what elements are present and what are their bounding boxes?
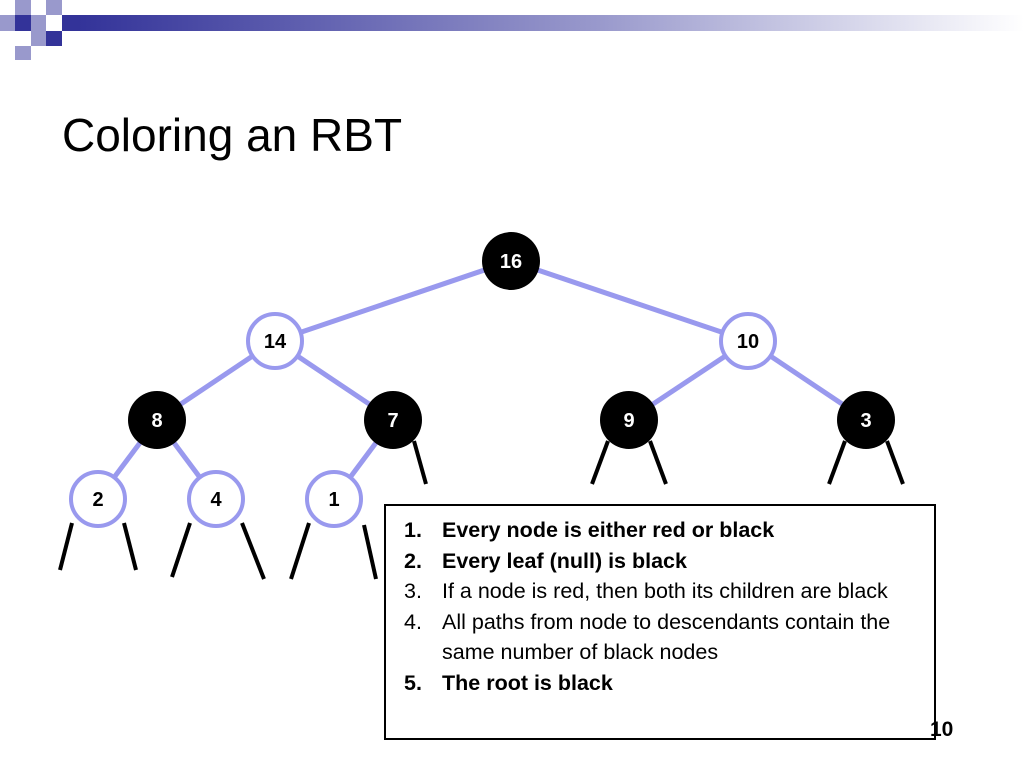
rule-item: 4. All paths from node to descendants con… bbox=[386, 607, 934, 668]
rule-text: Every node is either red or black bbox=[442, 518, 775, 542]
node-label: 10 bbox=[737, 331, 759, 353]
null-leaf-edge bbox=[412, 440, 428, 485]
header-gradient-band bbox=[78, 15, 1024, 31]
rule-number-text: 2. bbox=[404, 548, 422, 573]
tree-edges bbox=[95, 258, 868, 501]
node-label: 1 bbox=[328, 489, 339, 511]
rule-number: 4. bbox=[386, 607, 442, 668]
node-circle bbox=[128, 391, 186, 449]
tree-nodes: 16 14 10 8 7 9 3 2 4 1 bbox=[69, 232, 895, 528]
node-label: 8 bbox=[151, 410, 162, 432]
white-node: 10 bbox=[719, 312, 777, 370]
deco-square bbox=[31, 31, 46, 46]
node-label: 14 bbox=[264, 331, 287, 353]
white-node: 1 bbox=[305, 470, 363, 528]
page-number: 10 bbox=[930, 718, 954, 741]
null-leaf-edge bbox=[240, 522, 266, 580]
deco-square bbox=[46, 0, 62, 15]
slide-title: Coloring an RBT bbox=[62, 109, 403, 161]
black-node: 7 bbox=[364, 391, 422, 449]
node-circle bbox=[837, 391, 895, 449]
white-node: 14 bbox=[246, 312, 304, 370]
rule-number-text: 5. bbox=[404, 670, 422, 695]
rule-item: 3. If a node is red, then both its childr… bbox=[386, 576, 934, 607]
node-circle bbox=[600, 391, 658, 449]
node-label: 16 bbox=[500, 251, 522, 273]
black-node: 8 bbox=[128, 391, 186, 449]
rule-number-text: 1. bbox=[404, 518, 422, 542]
node-circle bbox=[364, 391, 422, 449]
rule-text: The root is black bbox=[442, 670, 613, 695]
rules-list: 1. Every node is either red or black 2. Eve… bbox=[386, 506, 934, 698]
node-label: 3 bbox=[860, 410, 871, 432]
null-leaf-edge bbox=[289, 522, 311, 580]
deco-square bbox=[15, 46, 31, 60]
node-circle bbox=[719, 312, 777, 370]
node-circle bbox=[482, 232, 540, 290]
rule-number-text: 4. bbox=[404, 609, 422, 634]
node-label: 9 bbox=[623, 410, 634, 432]
rule-item: 5. The root is black bbox=[386, 668, 934, 699]
deco-square bbox=[15, 15, 31, 31]
deco-square bbox=[31, 15, 46, 31]
rule-number: 3. bbox=[386, 576, 442, 607]
null-leaf-edge bbox=[170, 522, 192, 578]
black-node: 3 bbox=[837, 391, 895, 449]
black-node: 16 bbox=[482, 232, 540, 290]
tree-edge bbox=[510, 258, 749, 344]
node-label: 4 bbox=[210, 489, 222, 511]
deco-square bbox=[15, 0, 31, 15]
rule-number-text: 3. bbox=[404, 579, 422, 603]
null-leaf-stubs bbox=[58, 440, 905, 580]
white-node: 2 bbox=[69, 470, 127, 528]
rule-number: 1. bbox=[386, 515, 442, 546]
node-circle bbox=[305, 470, 363, 528]
black-node: 9 bbox=[600, 391, 658, 449]
null-leaf-edge bbox=[122, 522, 138, 571]
null-leaf-edge bbox=[885, 440, 905, 485]
rule-number: 2. bbox=[386, 546, 442, 577]
slide-decoration bbox=[0, 0, 1024, 60]
rule-text: Every leaf (null) is black bbox=[442, 548, 687, 573]
rbt-rules-box: 1. Every node is either red or black 2. Eve… bbox=[384, 504, 936, 740]
deco-square bbox=[0, 15, 15, 31]
node-label: 2 bbox=[92, 489, 103, 511]
tree-edge bbox=[274, 258, 512, 344]
deco-square bbox=[46, 31, 62, 46]
rule-text: If a node is red, then both its children… bbox=[442, 579, 888, 603]
null-leaf-edge bbox=[362, 524, 378, 580]
node-circle bbox=[187, 470, 245, 528]
rule-item: 2. Every leaf (null) is black bbox=[386, 546, 934, 577]
node-circle bbox=[246, 312, 304, 370]
null-leaf-edge bbox=[58, 522, 74, 571]
null-leaf-edge bbox=[648, 440, 668, 485]
node-circle bbox=[69, 470, 127, 528]
rule-number: 5. bbox=[386, 668, 442, 699]
deco-square bbox=[62, 15, 78, 31]
rule-text: All paths from node to descendants conta… bbox=[442, 609, 891, 665]
rbt-tree-diagram: 16 14 10 8 7 9 3 2 4 1 bbox=[58, 232, 905, 580]
rule-item: 1. Every node is either red or black bbox=[386, 515, 934, 546]
white-node: 4 bbox=[187, 470, 245, 528]
null-leaf-edge bbox=[827, 440, 847, 485]
node-label: 7 bbox=[387, 410, 398, 432]
null-leaf-edge bbox=[590, 440, 610, 485]
